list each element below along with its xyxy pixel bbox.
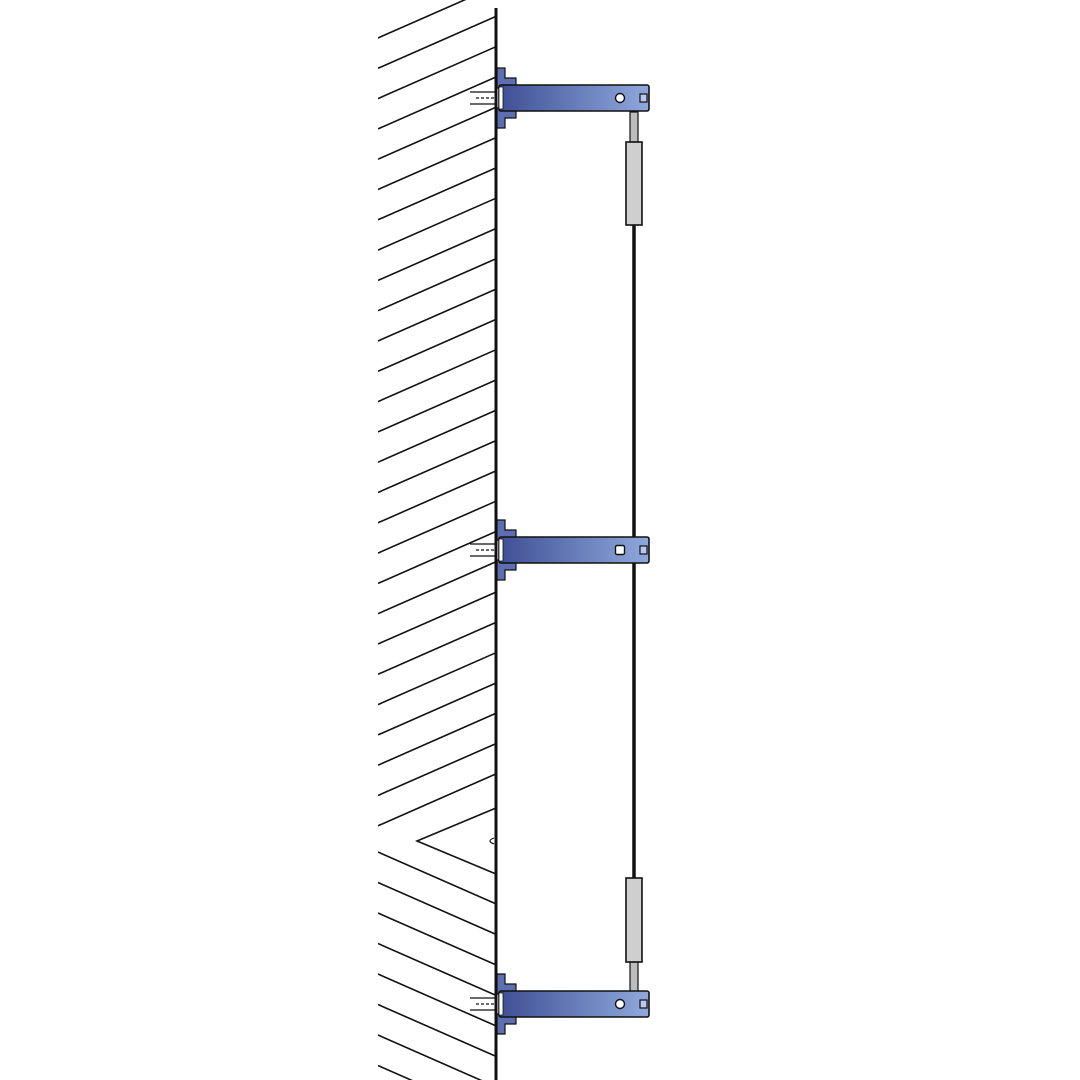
bracket-hole [614,544,626,556]
bracket-arm [498,536,650,564]
bracket-hole [614,92,626,104]
bracket-middle [470,519,650,581]
bracket-top [470,67,650,129]
bracket-hole [614,998,626,1010]
bracket-slot [639,93,648,103]
bracket-arm [498,84,650,112]
threaded-rod [629,961,639,993]
bracket-slot [639,999,648,1009]
brackets [470,67,650,1035]
bracket-bottom [470,973,650,1035]
wall-hatching [378,0,496,1080]
bracket-slot [639,545,648,555]
terminal-bottom [625,877,643,993]
cable-terminals [625,111,643,993]
threaded-rod [629,111,639,143]
swage-sleeve [625,877,643,963]
swage-sleeve [625,141,643,226]
bracket-arm [498,990,650,1018]
terminal-top [625,111,643,226]
